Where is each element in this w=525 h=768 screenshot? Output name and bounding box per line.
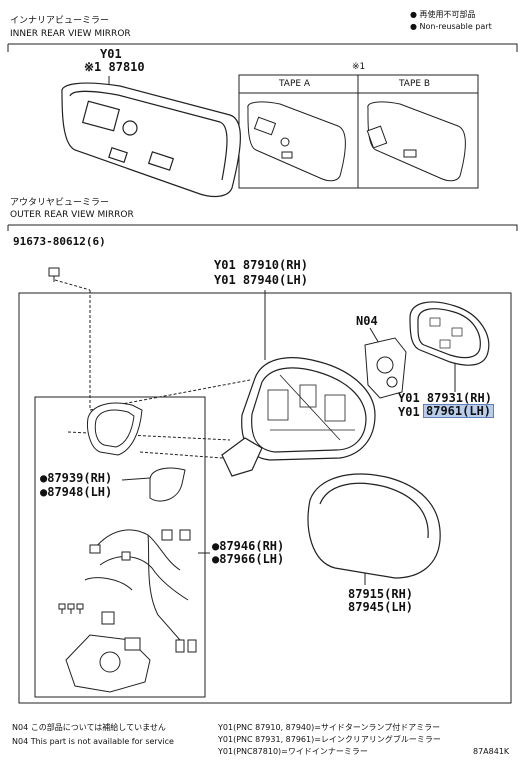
- tape-note-mark: ※1: [352, 62, 366, 72]
- assy-rh-part-number[interactable]: Y01 87910(RH): [214, 258, 308, 272]
- assy-lh-part-number[interactable]: Y01 87940(LH): [214, 273, 308, 287]
- footer-y01-note-3: Y01(PNC87810)=ワイドインナーミラー: [218, 747, 368, 756]
- n04-label: N04: [356, 314, 378, 328]
- harness-rh-part-number[interactable]: ●87946(RH): [212, 539, 285, 553]
- footer-y01-note-2: Y01(PNC 87931, 87961)=レインクリアリングブルーミラー: [218, 735, 441, 744]
- outer-cover-lh-part-number[interactable]: 87945(LH): [348, 600, 414, 614]
- outer-title-jp: アウタリヤビューミラー: [10, 198, 110, 208]
- inner-code: Y01: [100, 47, 122, 61]
- legend-reuse-en: ● Non-reusable part: [410, 22, 492, 31]
- glass-lh-part-number-highlighted[interactable]: 87961(LH): [422, 404, 495, 418]
- footer-y01-note-1: Y01(PNC 87910, 87940)=サイドターンランプ付ドアミラー: [218, 723, 441, 732]
- outer-cover-rh-part-number[interactable]: 87915(RH): [348, 587, 414, 601]
- footer-n04-jp: N04 この部品については補給していません: [12, 723, 166, 732]
- figure-code: 87A841K: [473, 747, 510, 756]
- tape-a-label: TAPE A: [279, 79, 311, 89]
- inner-part-number[interactable]: ※1 87810: [84, 60, 145, 74]
- inner-title-jp: インナリアビューミラー: [10, 16, 110, 26]
- glass-lh-code: Y01: [398, 405, 420, 419]
- inner-title-en: INNER REAR VIEW MIRROR: [10, 29, 131, 39]
- cover-rh-part-number[interactable]: ●87939(RH): [40, 471, 113, 485]
- bolt-part-number[interactable]: 91673-80612(6): [13, 235, 106, 248]
- legend-reuse-jp: ● 再使用不可部品: [410, 10, 476, 19]
- cover-lh-part-number[interactable]: ●87948(LH): [40, 485, 113, 499]
- outer-title-en: OUTER REAR VIEW MIRROR: [10, 210, 134, 220]
- footer-n04-en: N04 This part is not available for servi…: [12, 737, 174, 746]
- tape-b-label: TAPE B: [399, 79, 431, 89]
- glass-rh-part-number[interactable]: Y01 87931(RH): [398, 391, 492, 405]
- harness-lh-part-number[interactable]: ●87966(LH): [212, 552, 285, 566]
